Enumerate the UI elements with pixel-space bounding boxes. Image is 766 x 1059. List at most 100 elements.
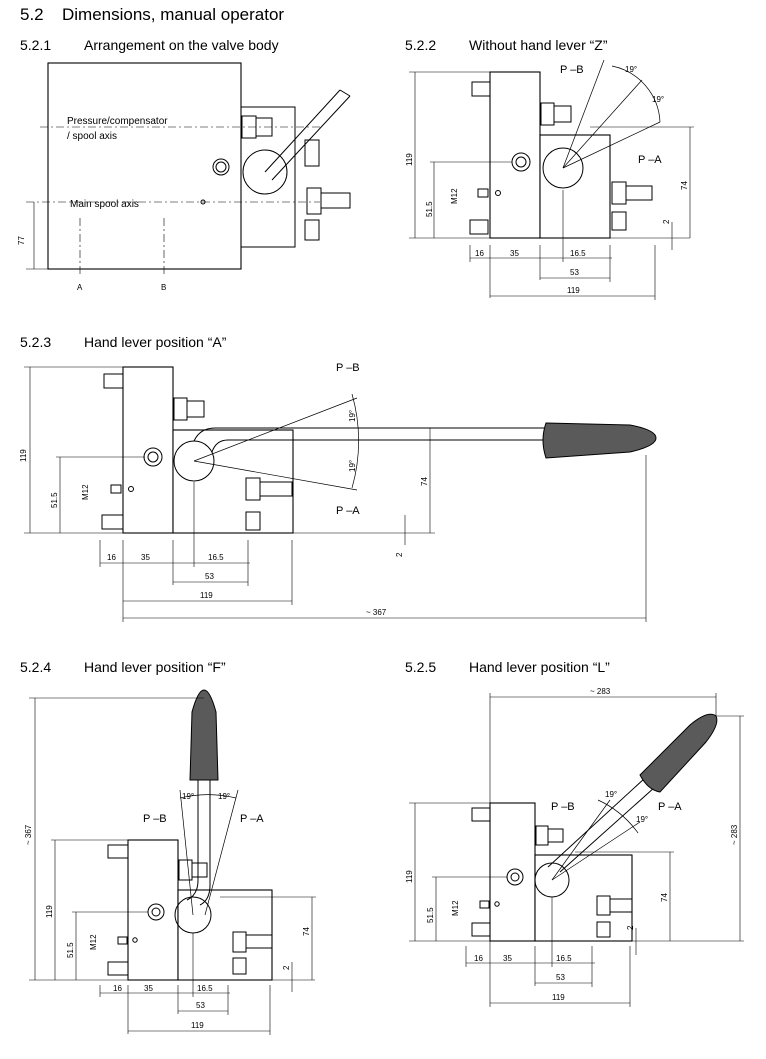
dim-51-5-label: 51.5 [425, 201, 434, 217]
valve-body-outline [47, 62, 242, 270]
side-port [306, 187, 322, 215]
lever-arm-end [339, 89, 351, 97]
bottom-screw [471, 922, 491, 937]
angle-arc [611, 65, 661, 123]
lever-grip [639, 713, 718, 793]
dim-16-label: 16 [107, 553, 116, 562]
dim-53-label: 53 [205, 572, 214, 581]
side-plug [245, 511, 261, 531]
heading-title: Dimensions, manual operator [62, 5, 285, 24]
m12-label: M12 [89, 934, 98, 950]
dim-51-5-label: 51.5 [50, 492, 59, 508]
dim-119-label: 119 [405, 153, 414, 166]
side-port-nut [625, 185, 653, 201]
angle-label-1: 19° [348, 410, 357, 422]
top-screw [471, 807, 491, 822]
bore-inner [151, 907, 161, 917]
bore-inner [510, 872, 520, 882]
section-heading-5-2-2: 5.2.2 Without hand lever “Z” [405, 37, 608, 53]
side-cap [304, 139, 320, 167]
pressure-axis-label-1: Pressure/compensator [67, 116, 168, 127]
screw-head [173, 397, 188, 421]
angle-label-2: 19° [218, 792, 230, 801]
dim-119-h-label: 119 [567, 286, 580, 295]
section-heading-5-2-3: 5.2.3 Hand lever position “A” [20, 334, 226, 350]
dim-74-label: 74 [660, 893, 669, 902]
lever-sweep-line-1 [562, 59, 605, 169]
label-pb: P –B [551, 801, 575, 813]
lever-sweep-line-2 [562, 79, 643, 169]
section-title: Arrangement on the valve body [84, 37, 279, 53]
bottom-screw [469, 219, 489, 235]
dim-119-h-label: 119 [552, 993, 565, 1002]
lever-rod-top [547, 777, 646, 868]
label-pb: P –B [336, 362, 360, 374]
dim-16-label: 16 [474, 954, 483, 963]
dim-51-5-label: 51.5 [426, 907, 435, 923]
label-pa: P –A [638, 154, 662, 166]
m12-mark [128, 486, 134, 492]
dim-35-label: 35 [144, 984, 153, 993]
m12-label: M12 [450, 188, 459, 204]
angle-arc [597, 799, 639, 834]
pressure-axis-label-2: / spool axis [67, 131, 117, 142]
dim-119-label: 119 [19, 449, 28, 462]
label-pb: P –B [143, 813, 167, 825]
screw-head [178, 859, 193, 881]
section-number: 5.2.3 [20, 334, 52, 350]
m12-mark [132, 937, 138, 943]
section-number: 5.2.4 [20, 659, 52, 675]
side-plug [304, 219, 320, 241]
section-title: Hand lever position “F” [84, 659, 226, 675]
lever-grip [189, 689, 219, 781]
figure-5-2-5: P –B P –A 19° 19° ~ 283 ~ 283 119 51.5 M… [405, 687, 744, 1007]
angle-label-2: 19° [652, 95, 664, 104]
screw-head [535, 825, 549, 846]
dim-16-5-label: 16.5 [197, 984, 213, 993]
angle-label-2: 19° [636, 815, 648, 824]
bore-inner [147, 451, 159, 463]
m12-label: M12 [81, 484, 90, 500]
section-title: Hand lever position “A” [84, 334, 227, 350]
section-number: 5.2.1 [20, 37, 52, 53]
dim-53-label: 53 [556, 973, 565, 982]
bore-inner [215, 161, 227, 173]
valve-body-outline [489, 802, 536, 942]
section-number: 5.2.2 [405, 37, 437, 53]
bottom-screw [101, 514, 124, 530]
side-port-nut [320, 192, 351, 209]
section-title: Without hand lever “Z” [469, 37, 608, 53]
operator-housing [534, 854, 633, 942]
dim-16-5-label: 16.5 [570, 249, 586, 258]
lever-rod-bottom [559, 786, 656, 873]
screw-nut [191, 862, 208, 878]
figure-5-2-3: P –B P –A 19° 19° 119 51.5 M12 74 2 16 3… [19, 362, 657, 622]
heading-number: 5.2 [20, 5, 44, 24]
sweep-line-a [204, 789, 239, 916]
pivot-circle [542, 147, 584, 189]
dim-119-label: 119 [45, 905, 54, 918]
angle-label-1: 19° [625, 65, 637, 74]
angle-label-1: 19° [605, 790, 617, 799]
bore-circle [212, 158, 230, 176]
figure-5-2-1: Pressure/compensator / spool axis Main s… [17, 62, 351, 292]
dim-53-label: 53 [196, 1001, 205, 1010]
side-port-nut [259, 481, 293, 497]
sweep-line-a [193, 460, 358, 491]
lever-arm [264, 89, 341, 173]
dim-74-label: 74 [302, 927, 311, 936]
dim-35-label: 35 [141, 553, 150, 562]
main-spool-axis-label: Main spool axis [70, 199, 139, 210]
section-heading-5-2-1: 5.2.1 Arrangement on the valve body [20, 37, 279, 53]
dim-283-v-label: ~ 283 [730, 824, 739, 845]
m12-mark [494, 901, 500, 907]
m12-label: M12 [451, 900, 460, 916]
section-title: Hand lever position “L” [469, 659, 610, 675]
top-screw [107, 844, 129, 859]
dim-74-label: 74 [420, 477, 429, 486]
side-port-nut [245, 934, 273, 949]
side-plug [611, 211, 627, 231]
dim-119-label: 119 [405, 870, 414, 883]
